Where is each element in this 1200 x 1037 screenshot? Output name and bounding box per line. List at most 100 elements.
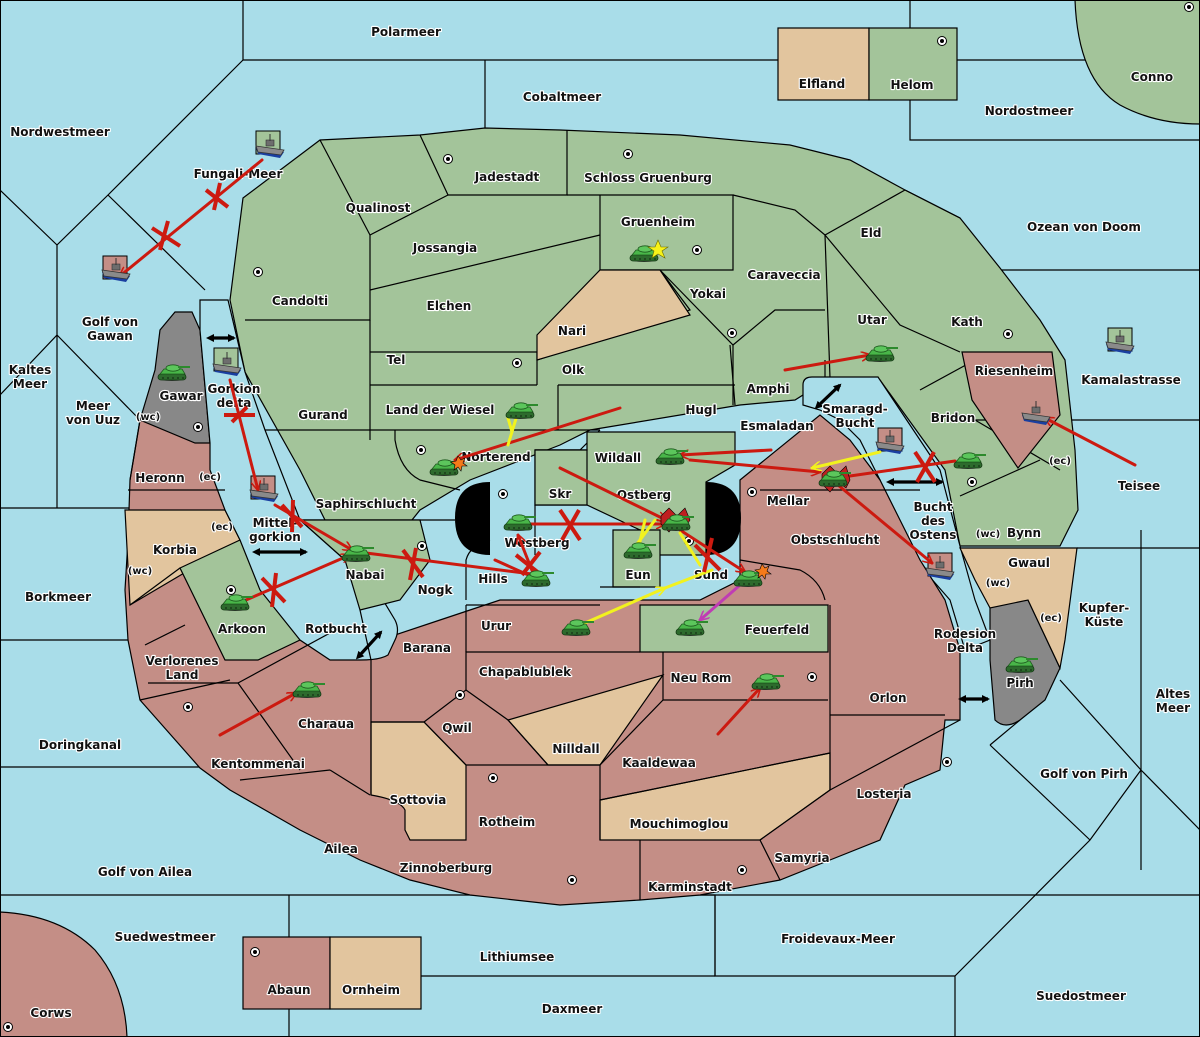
order-retreat-sund: [700, 583, 742, 620]
supply-center-rotheim: [488, 773, 498, 783]
order-move-wildall: [688, 458, 822, 472]
supply-center-norterend: [416, 445, 426, 455]
label-schloss-gruenburg: Schloss Gruenburg: [584, 171, 712, 185]
label-heronn: Heronn: [135, 471, 184, 485]
label-conno: Conno: [1131, 70, 1173, 84]
label-abaun: Abaun: [267, 983, 310, 997]
label-eun: Eun: [625, 568, 650, 582]
label-riesenheim: Riesenheim: [975, 364, 1054, 378]
order-move-kaaldewaa: [716, 688, 760, 736]
region-sottovia[interactable]: [370, 721, 467, 841]
failed-order-marks: [150, 182, 937, 608]
region-corws[interactable]: [0, 911, 128, 1037]
label-froidevaux-meer: Froidevaux-Meer: [781, 932, 895, 946]
label-jadestadt: Jadestadt: [474, 170, 540, 184]
label-nilldall: Nilldall: [552, 742, 599, 756]
label-rotbucht: Rotbucht: [305, 622, 367, 636]
order-support-smaragd: [812, 450, 882, 468]
label-westberg: Westberg: [504, 536, 569, 550]
order-move-nabai: [364, 551, 542, 577]
region-riesenheim[interactable]: [961, 351, 1061, 470]
label-cobaltmeer: Cobaltmeer: [523, 90, 601, 104]
label-gwaul: Gwaul: [1008, 556, 1050, 570]
label-tel: Tel: [387, 353, 406, 367]
label-doringkanal: Doringkanal: [39, 738, 121, 752]
supply-center-bridon: [967, 477, 977, 487]
coast-marker: (ec): [1049, 456, 1071, 467]
label-kamalastrasse: Kamalastrasse: [1081, 373, 1181, 387]
label-utar: Utar: [857, 313, 887, 327]
supply-center-qwil: [455, 690, 465, 700]
label-qwil: Qwil: [442, 721, 472, 735]
label-sottovia: Sottovia: [390, 793, 447, 807]
label-ostberg: Ostberg: [617, 488, 671, 502]
region-ornheim[interactable]: [329, 936, 422, 1010]
region-helom[interactable]: [868, 27, 958, 101]
impassable-east: [706, 482, 741, 555]
supply-center-gruenheim: [692, 245, 702, 255]
region-labels: PolarmeerCobaltmeerNordwestmeerNordostme…: [8, 24, 1192, 1021]
supply-center-candolti: [253, 267, 263, 277]
supply-center-schloss-gruenburg: [623, 149, 633, 159]
explosion-icon: [450, 455, 468, 472]
coast-marker: (wc): [986, 578, 1010, 589]
label-barana: Barana: [403, 641, 451, 655]
explosion-icon: [754, 563, 772, 580]
order-move-bridon: [836, 459, 957, 478]
label-karminstadt: Karminstadt: [648, 880, 732, 894]
order-support-urur-2: [663, 568, 714, 590]
order-move-amphi: [783, 355, 870, 372]
region-nari[interactable]: [536, 269, 691, 361]
label-land-der-wiesel: Land der Wiesel: [386, 403, 495, 417]
label-wildall: Wildall: [595, 451, 641, 465]
label-samyria: Samyria: [774, 851, 829, 865]
label-gruenheim: Gruenheim: [621, 215, 695, 229]
label-yokai: Yokai: [689, 287, 726, 301]
order-move-hills: [518, 535, 537, 580]
label-polarmeer: Polarmeer: [371, 25, 441, 39]
label-zinnoberburg: Zinnoberburg: [400, 861, 492, 875]
order-move-fungali: [120, 158, 264, 276]
label-amphi: Amphi: [746, 382, 789, 396]
label-chapablublek: Chapablublek: [479, 665, 572, 679]
supply-center-neu-rom: [807, 672, 817, 682]
coast-marker: (ec): [1040, 613, 1062, 624]
supply-center-karminstadt: [737, 865, 747, 875]
order-move-skr: [558, 466, 666, 522]
label-eld: Eld: [861, 226, 882, 240]
label-neu-rom: Neu Rom: [671, 671, 732, 685]
fail-mark: [260, 572, 287, 608]
region-skr[interactable]: [534, 449, 588, 506]
coast-marker: (ec): [211, 522, 233, 533]
supply-center-jadestadt: [443, 154, 453, 164]
supply-center-mellar: [747, 487, 757, 497]
label-ailea: Ailea: [324, 842, 358, 856]
label-kupfer-k-ste: Kupfer-Küste: [1079, 601, 1129, 629]
label-gurand: Gurand: [298, 408, 348, 422]
supply-center-tel: [512, 358, 522, 368]
label-nari: Nari: [558, 324, 586, 338]
label-nabai: Nabai: [346, 568, 385, 582]
fail-mark: [558, 508, 582, 542]
order-support-wiesel-2: [506, 416, 514, 434]
region-conno[interactable]: [1074, 0, 1200, 125]
label-fungali-meer: Fungali-Meer: [194, 167, 283, 181]
region-feuerfeld[interactable]: [639, 604, 829, 653]
label-bynn: Bynn: [1007, 526, 1041, 540]
label-mittel-gorkion: Mittel-gorkion: [249, 516, 301, 544]
label-rotheim: Rotheim: [479, 815, 536, 829]
fail-mark: [224, 405, 255, 424]
label-nordostmeer: Nordostmeer: [985, 104, 1074, 118]
order-move-ostberg: [678, 528, 745, 572]
units: [101, 133, 1135, 699]
label-smaragd-bucht: Smaragd-Bucht: [822, 402, 887, 430]
label-korbia: Korbia: [153, 543, 197, 557]
region-gwaul[interactable]: [959, 547, 1078, 670]
